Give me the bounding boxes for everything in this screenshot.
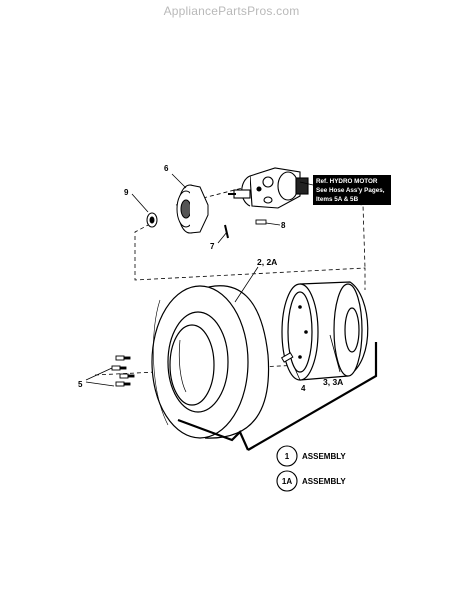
callout-3-3a: 3, 3A [323,377,343,387]
callout-5: 5 [78,380,83,389]
callout-8: 8 [281,221,286,230]
callout-9: 9 [124,188,129,197]
part-9-nut [146,212,158,228]
legend-symbol: 1A [282,477,292,486]
assembly-bracket [177,342,378,451]
legend-symbol-circle [276,445,298,467]
legend: 1 ASSEMBLY 1A ASSEMBLY [276,445,346,492]
reference-line-1: Ref. HYDRO MOTOR [316,178,378,185]
legend-label: ASSEMBLY [302,477,346,486]
reference-line-3: Items 5A & 5B [316,196,359,203]
watermark: AppliancePartsPros.com [163,4,300,18]
part-6-hub [176,184,209,234]
legend-symbol: 1 [285,452,290,461]
part-8-bolt [255,219,267,225]
hydro-motor [228,167,309,209]
part-4-valve-stem [280,352,294,363]
callout-6: 6 [164,164,169,173]
part-2-tire [151,285,270,439]
legend-label: ASSEMBLY [302,452,346,461]
reference-line-2: See Hose Ass'y Pages, [316,187,385,194]
part-5-leader-arrows [85,367,115,387]
callout-2-2a: 2, 2A [257,257,277,267]
callout-4: 4 [301,384,306,393]
callout-7: 7 [210,242,215,251]
part-3-wheel-rim [281,281,369,381]
part-5-lug-bolts [111,355,135,387]
legend-symbol-circle [276,470,298,492]
hydro-motor-reference-box [313,175,391,205]
